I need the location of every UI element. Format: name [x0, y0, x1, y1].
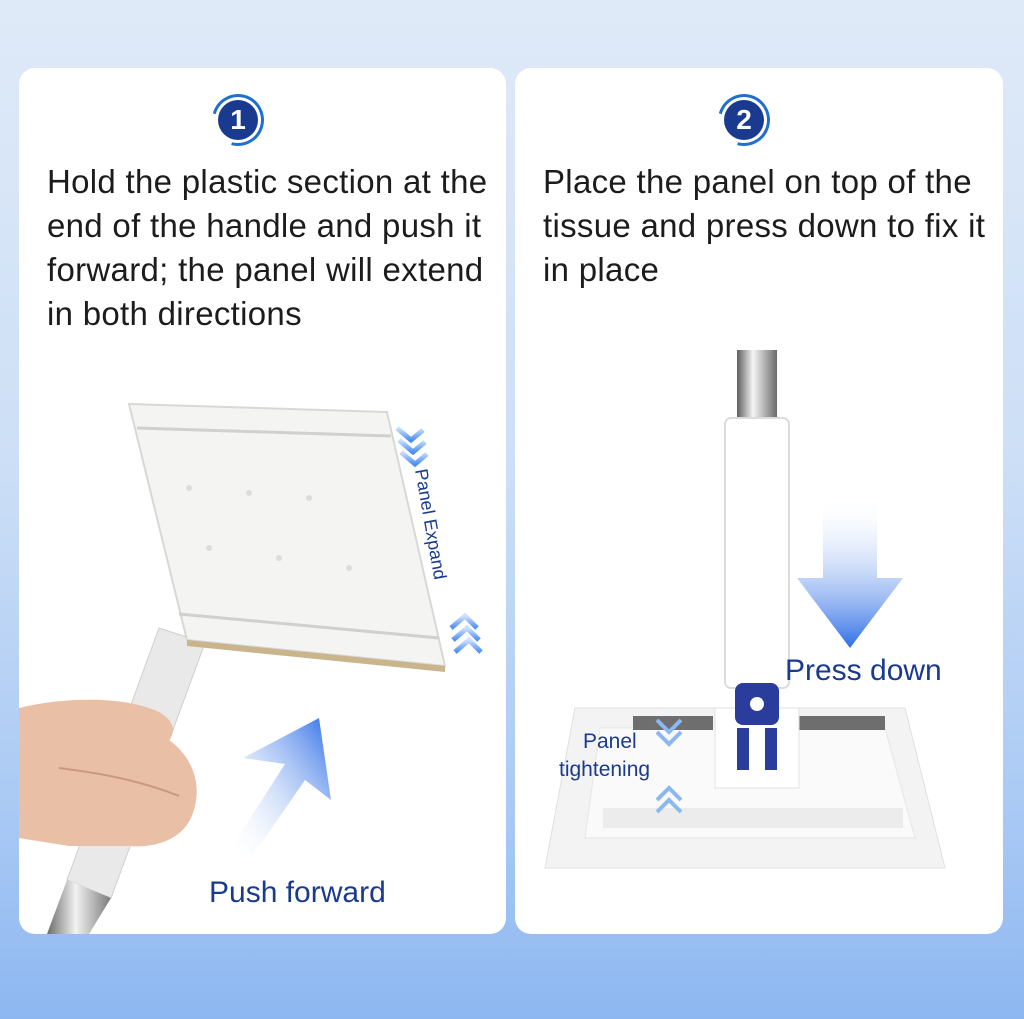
mop-press-illustration: Press down Panel tightening: [544, 350, 946, 869]
panel-tightening-label-line1: Panel: [583, 730, 637, 753]
mop-handle: [714, 350, 800, 789]
step-number: 2: [724, 100, 764, 140]
step-1-card: 1 Hold the plastic section at the end of…: [19, 68, 506, 934]
push-forward-label: Push forward: [209, 876, 386, 909]
expand-chevrons-top: [395, 426, 429, 468]
mop-extend-illustration: Panel Expand Push forward: [19, 402, 483, 934]
expand-chevrons-bottom: [449, 612, 483, 654]
mop-panel: [127, 402, 447, 672]
step-2-badge: 2: [708, 84, 780, 156]
panel-tightening-label-line2: tightening: [559, 758, 650, 781]
step-2-instruction: Place the panel on top of the tissue and…: [543, 163, 986, 288]
step-number: 1: [218, 100, 258, 140]
push-forward-arrow-icon: [231, 718, 331, 858]
hand: [19, 699, 197, 847]
step-1-instruction: Hold the plastic section at the end of t…: [47, 163, 488, 332]
step-2-card: 2 Place the panel on top of the tissue a…: [515, 68, 1003, 934]
press-down-arrow-icon: [797, 500, 903, 648]
step-1-badge: 1: [202, 84, 274, 156]
press-down-label: Press down: [785, 654, 942, 687]
tightening-chevrons: [655, 718, 683, 814]
